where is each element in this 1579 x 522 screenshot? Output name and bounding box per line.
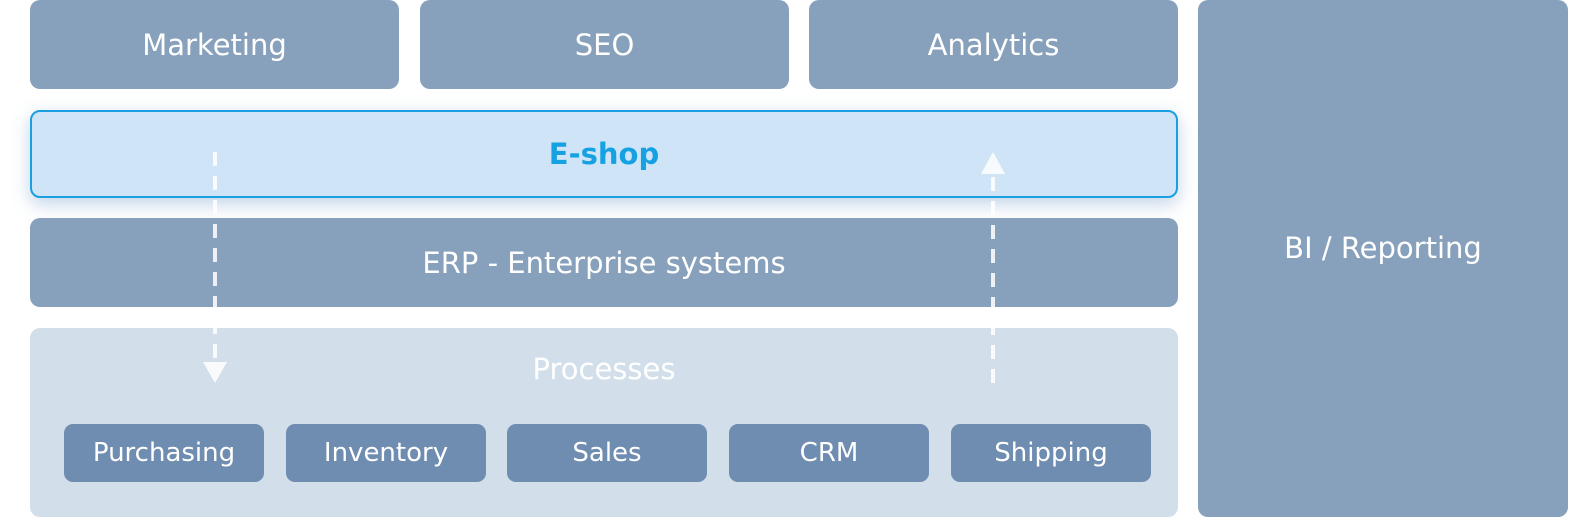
processes-title: Processes [532,352,676,386]
analytics-box: Analytics [809,0,1178,89]
process-shipping: Shipping [951,424,1151,482]
eshop-label: E-shop [548,137,660,171]
seo-box: SEO [420,0,789,89]
bi-reporting-label: BI / Reporting [1284,230,1482,265]
bi-reporting-box: BI / Reporting [1198,0,1568,517]
analytics-label: Analytics [927,27,1060,62]
process-sales: Sales [507,424,707,482]
process-purchasing: Purchasing [64,424,264,482]
process-crm: CRM [729,424,929,482]
marketing-box: Marketing [30,0,399,89]
erp-box: ERP - Enterprise systems [30,218,1178,307]
eshop-box: E-shop [30,110,1178,198]
processes-box: Processes Purchasing Inventory Sales CRM… [30,328,1178,517]
seo-label: SEO [574,27,635,62]
erp-label: ERP - Enterprise systems [422,245,786,280]
marketing-label: Marketing [142,27,287,62]
process-inventory: Inventory [286,424,486,482]
